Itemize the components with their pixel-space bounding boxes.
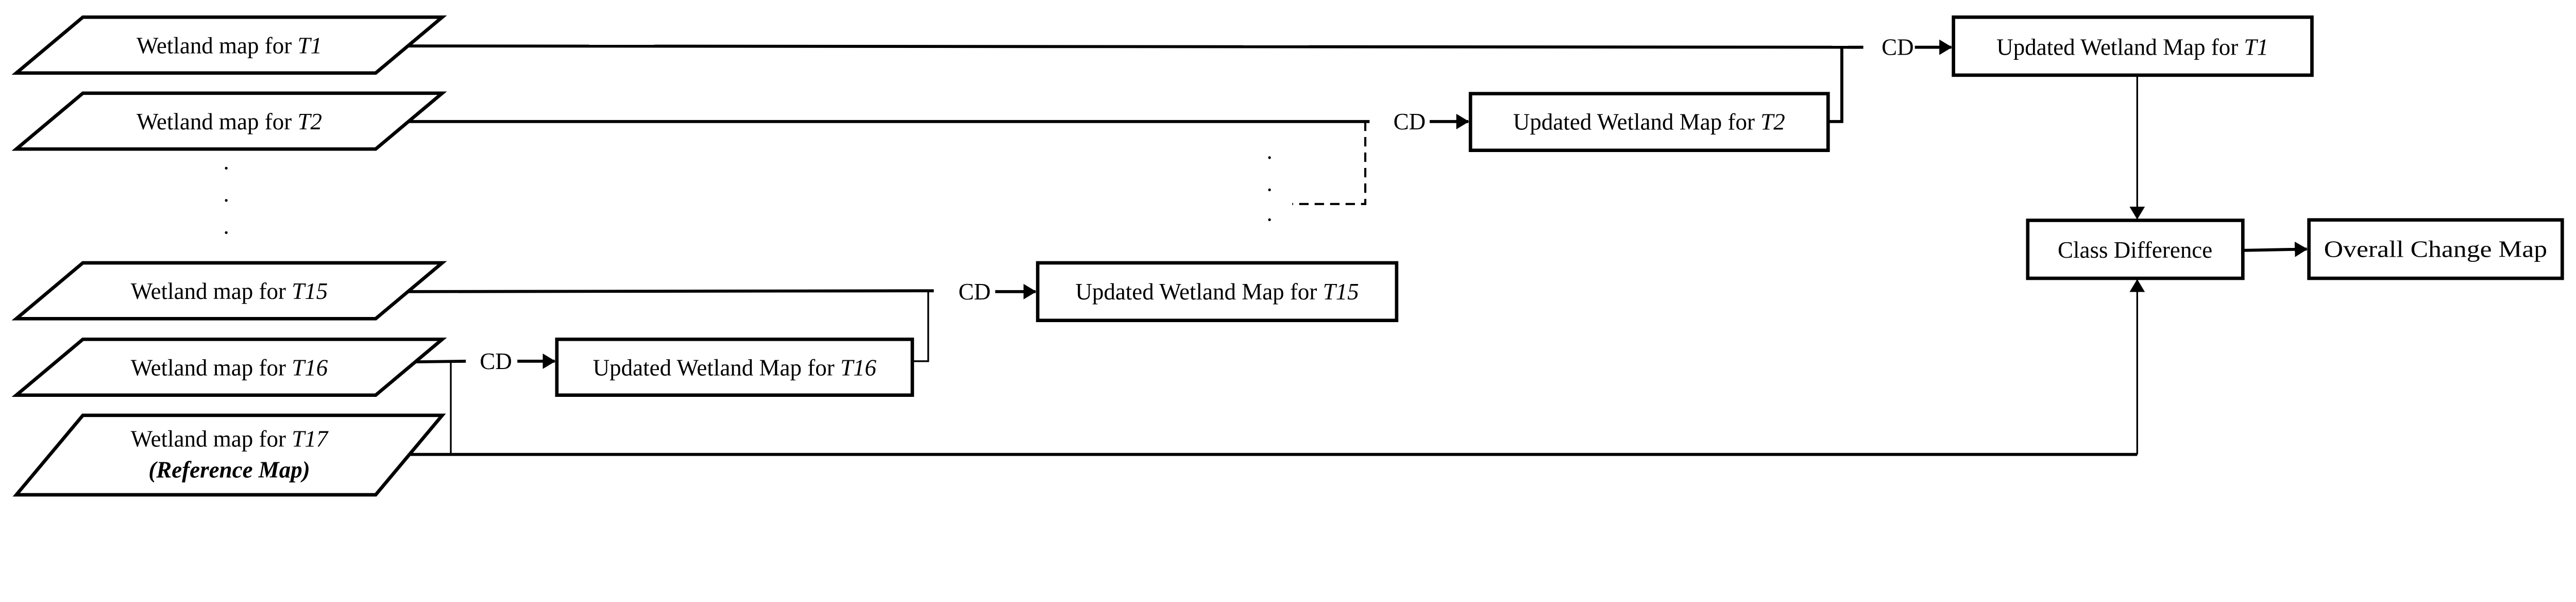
change-detection-flowchart: Wetland map for T1 Wetland map for T2 · … xyxy=(11,15,2564,497)
svg-text:Wetland map for T15: Wetland map for T15 xyxy=(131,278,328,304)
cd-label-t15: CD xyxy=(958,279,991,305)
svg-text:Updated Wetland Map for T1: Updated Wetland Map for T1 xyxy=(1996,35,2268,60)
connectors xyxy=(399,39,2308,456)
updated-map-t1: Updated Wetland Map for T1 xyxy=(1952,15,2314,77)
t16-updated-to-t15-line xyxy=(912,291,929,362)
cd-label-t16: CD xyxy=(480,348,512,374)
svg-text:Wetland map for T17: Wetland map for T17 xyxy=(131,426,329,452)
svg-text:·: · xyxy=(1266,145,1274,171)
dashed-ellipsis-link xyxy=(1292,121,1367,205)
input-wetland-map-t1: Wetland map for T1 xyxy=(11,15,447,75)
class-difference-to-overall-arrow xyxy=(2243,241,2308,257)
overall-change-map-box: Overall Change Map xyxy=(2307,218,2564,280)
svg-text:Wetland map for T1: Wetland map for T1 xyxy=(137,32,322,58)
svg-text:Updated Wetland Map for T15: Updated Wetland Map for T15 xyxy=(1075,279,1359,305)
svg-text:·: · xyxy=(1266,207,1274,233)
svg-text:Updated Wetland Map for T2: Updated Wetland Map for T2 xyxy=(1513,109,1785,135)
t2-updated-to-t1-line xyxy=(1828,47,1843,123)
svg-text:Wetland map for T2: Wetland map for T2 xyxy=(137,109,322,135)
svg-text:·: · xyxy=(223,188,230,213)
updated-map-t2: Updated Wetland Map for T2 xyxy=(1468,92,1830,152)
ellipsis-inputs: · · · xyxy=(223,156,230,246)
cd-label-t1: CD xyxy=(1882,35,1914,60)
overall-change-map-label: Overall Change Map xyxy=(2324,236,2547,262)
input-wetland-map-t2: Wetland map for T2 xyxy=(11,91,447,151)
t1-line xyxy=(399,44,1859,49)
svg-text:Wetland map for T16: Wetland map for T16 xyxy=(131,355,328,380)
reference-map-note: (Reference Map) xyxy=(148,457,310,483)
svg-text:·: · xyxy=(223,156,230,181)
class-difference-box: Class Difference xyxy=(2026,219,2245,280)
cd-label-t2: CD xyxy=(1394,109,1426,135)
input-wetland-map-t16: Wetland map for T16 xyxy=(11,337,447,397)
t15-line xyxy=(399,289,934,293)
svg-text:Class Difference: Class Difference xyxy=(2058,237,2212,263)
input-wetland-map-t15: Wetland map for T15 xyxy=(11,261,447,321)
input-wetland-map-t17-reference: Wetland map for T17 (Reference Map) xyxy=(12,413,446,497)
ellipsis-updated: · · · xyxy=(1266,145,1274,233)
updated-map-t16: Updated Wetland Map for T16 xyxy=(555,337,914,397)
updated-map-t15: Updated Wetland Map for T15 xyxy=(1036,261,1399,322)
svg-text:Updated Wetland Map for T16: Updated Wetland Map for T16 xyxy=(593,355,877,380)
svg-text:·: · xyxy=(1266,177,1274,203)
svg-text:·: · xyxy=(223,220,230,246)
